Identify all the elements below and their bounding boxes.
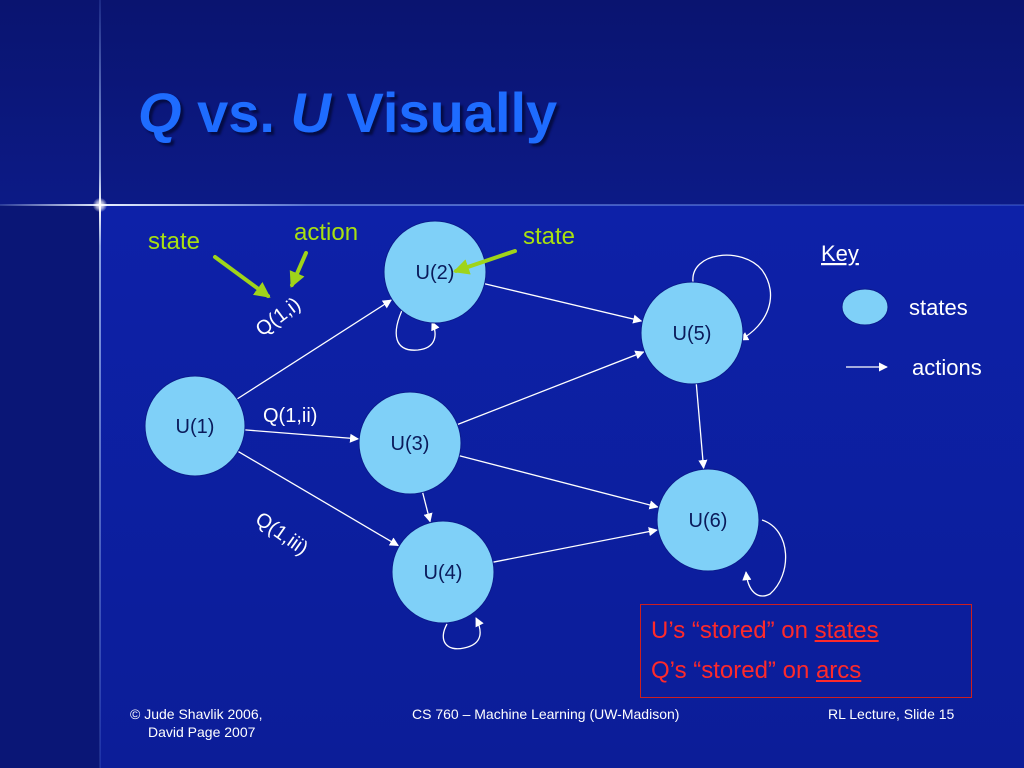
- state-label-u6: U(6): [689, 510, 728, 532]
- state-label-u3: U(3): [391, 433, 430, 455]
- state-label-u2: U(2): [416, 262, 455, 284]
- state-label-u1: U(1): [176, 416, 215, 438]
- slide-title: Q vs. U Visually: [138, 80, 557, 145]
- callout-state-right: state: [523, 223, 575, 250]
- key-actions-label: actions: [912, 355, 982, 380]
- note-line-states-text: U’s “stored” on: [651, 617, 815, 644]
- state-label-u5: U(5): [673, 323, 712, 345]
- arc-label-q1i: Q(1,i): [252, 293, 305, 341]
- state-circle-u2: [383, 220, 487, 324]
- state-label-u4: U(4): [424, 562, 463, 584]
- state-circle-u6: [656, 468, 760, 572]
- edge-u1-u2: [236, 299, 392, 400]
- key-title: Key: [821, 241, 859, 266]
- note-states-link[interactable]: states: [814, 617, 879, 644]
- left-band: [0, 205, 100, 768]
- footer-course: CS 760 – Machine Learning (UW-Madison): [412, 706, 680, 722]
- footer-copyright-line1: © Jude Shavlik 2006,: [130, 706, 263, 722]
- arc-label-q1ii: Q(1,ii): [263, 405, 317, 427]
- self-loop-u5: [692, 254, 772, 341]
- callout-pointer-action: [289, 251, 308, 288]
- edge-u5-u6: [695, 383, 708, 470]
- state-node-u6: U(6): [656, 468, 760, 572]
- edges-layer: [236, 283, 708, 563]
- state-node-u2: U(2): [383, 220, 487, 324]
- self-loop-u6: [742, 519, 787, 597]
- key-state-swatch: [841, 288, 889, 326]
- title-u: U: [290, 81, 331, 144]
- sparkle-icon: [93, 198, 107, 212]
- vertical-divider: [99, 0, 101, 768]
- title-q: Q: [138, 81, 182, 144]
- state-node-u3: U(3): [358, 391, 462, 495]
- footer-copyright-line2: David Page 2007: [148, 724, 256, 740]
- self-loop-u2: [395, 305, 440, 351]
- nodes-layer: U(1) U(2) U(3) U(4) U(5) U(6): [144, 220, 760, 624]
- callout-pointer-state-left: [213, 255, 271, 298]
- state-circle-u3: [358, 391, 462, 495]
- state-node-u5: U(5): [640, 281, 744, 385]
- note-line-arcs: Q’s “stored” on arcs: [651, 657, 861, 685]
- state-circle-u4: [391, 520, 495, 624]
- title-band: [0, 0, 1024, 205]
- self-loops-layer: [395, 254, 787, 650]
- edge-u3-u5: [457, 350, 645, 426]
- note-line-arcs-text: Q’s “stored” on: [651, 657, 816, 684]
- note-arcs-link[interactable]: arcs: [815, 657, 862, 684]
- state-node-u4: U(4): [391, 520, 495, 624]
- state-circle-u1: [144, 375, 246, 477]
- edge-u3-u4: [421, 492, 433, 523]
- arc-label-q1iii: Q(1,iii): [251, 508, 312, 560]
- callout-action: action: [294, 219, 358, 246]
- edge-u3-u6: [459, 455, 659, 510]
- key-states-label: states: [909, 295, 968, 320]
- storage-note-box: U’s “stored” on states Q’s “stored” on a…: [640, 604, 972, 698]
- callout-state-left: state: [148, 228, 200, 255]
- edge-u4-u6: [492, 527, 658, 563]
- note-line-states: U’s “stored” on states: [651, 617, 879, 645]
- footer-slide-number: RL Lecture, Slide 15: [828, 706, 955, 722]
- state-node-u1: U(1): [144, 375, 246, 477]
- edge-u2-u5: [484, 283, 643, 324]
- title-rest: Visually: [330, 81, 558, 144]
- callout-pointer-state-right: [452, 249, 517, 275]
- horizontal-divider: [0, 204, 1024, 206]
- title-vs: vs.: [181, 81, 291, 144]
- state-circle-u5: [640, 281, 744, 385]
- edge-u1-u3: [244, 429, 360, 443]
- edge-u1-u4: [237, 450, 399, 547]
- self-loop-u4: [442, 617, 484, 650]
